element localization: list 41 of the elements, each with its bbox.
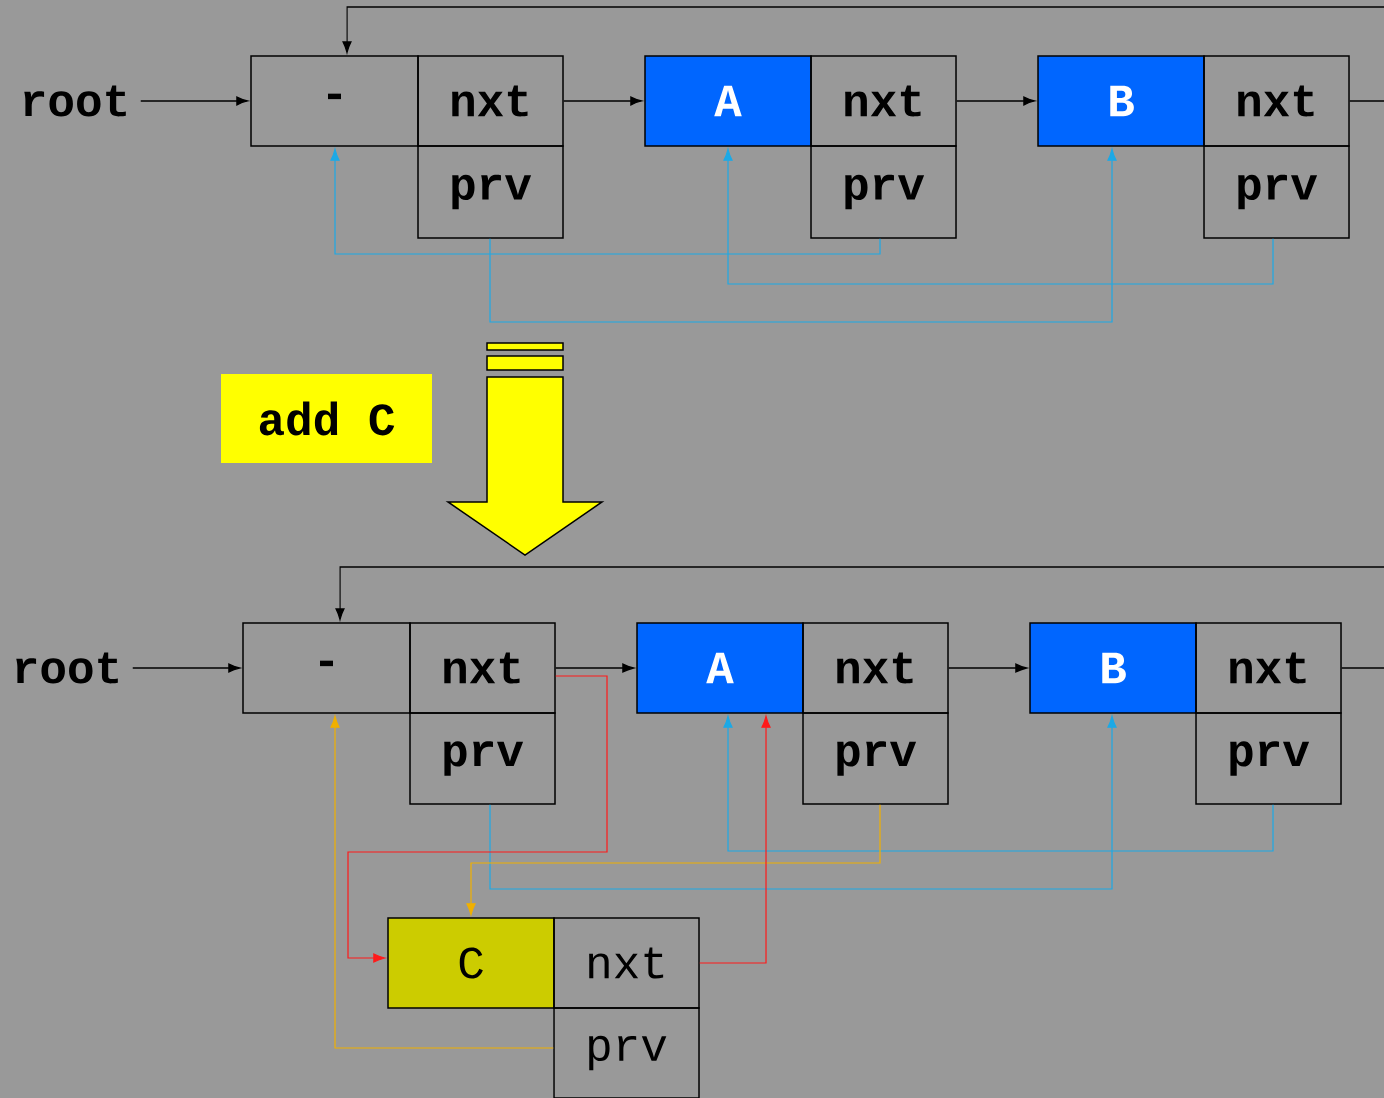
arrow	[948, 663, 1028, 673]
pointer-field: nxt	[1195, 622, 1342, 714]
step-label: add C	[221, 374, 432, 463]
arrow	[342, 6, 1384, 54]
arrow	[140, 96, 249, 106]
pointer-field: nxt	[802, 622, 949, 714]
arrow	[335, 566, 1384, 621]
data-field: -	[242, 622, 411, 714]
pointer-field: prv	[810, 145, 957, 239]
pointer-field: nxt	[409, 622, 556, 714]
data-field: A	[636, 622, 804, 714]
arrow	[956, 96, 1036, 106]
pointer-field: prv	[802, 712, 949, 805]
pointer-field: nxt	[1203, 55, 1350, 147]
arrow	[699, 715, 771, 964]
arrow	[555, 663, 635, 673]
arrow	[489, 715, 1117, 890]
pointer-field: prv	[1195, 712, 1342, 805]
pointer-field: nxt	[417, 55, 564, 147]
data-field: B	[1037, 55, 1205, 147]
arrow	[466, 804, 881, 916]
pointer-field: prv	[417, 145, 564, 239]
arrow	[489, 148, 1117, 323]
pointer-label: root	[24, 85, 126, 117]
pointer-field: prv	[553, 1007, 700, 1098]
arrow	[132, 663, 241, 673]
data-field: C	[387, 917, 555, 1009]
arrow	[723, 715, 1274, 852]
data-field: A	[644, 55, 812, 147]
pointer-label: root	[16, 652, 118, 684]
arrow	[330, 715, 554, 1049]
arrow	[563, 96, 643, 106]
pointer-field: nxt	[553, 917, 700, 1009]
data-field: -	[250, 55, 419, 147]
pointer-field: prv	[1203, 145, 1350, 239]
arrow	[347, 675, 608, 963]
pointer-field: nxt	[810, 55, 957, 147]
arrow	[330, 148, 881, 255]
data-field: B	[1029, 622, 1197, 714]
arrow	[723, 148, 1274, 285]
pointer-field: prv	[409, 712, 556, 805]
